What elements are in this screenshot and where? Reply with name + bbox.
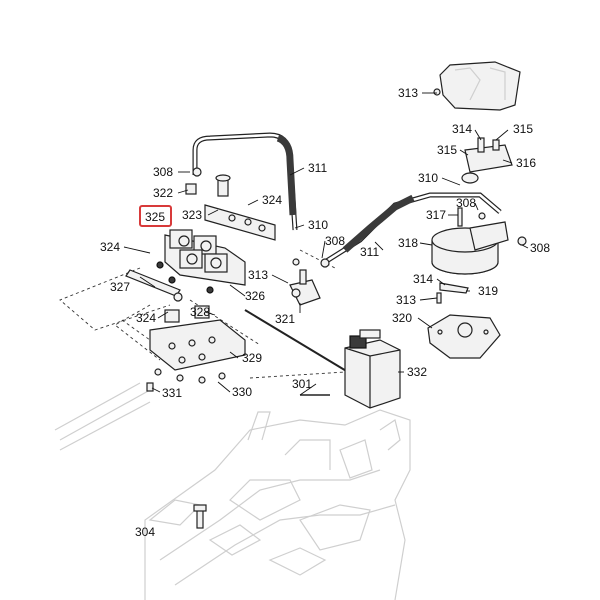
fitting-322 (185, 167, 202, 195)
pressure-switch-316 (461, 137, 513, 184)
callout-313-top: 313 (398, 86, 418, 100)
callout-314-mid: 314 (413, 272, 433, 286)
leader-lines (123, 92, 529, 396)
callout-308-mid: 308 (325, 234, 345, 248)
callout-322: 322 (153, 186, 173, 200)
boiler-318 (431, 212, 509, 275)
callout-330: 330 (232, 385, 252, 399)
callout-332: 332 (407, 365, 427, 379)
screw-304 (193, 504, 207, 529)
callout-315-left: 315 (437, 143, 457, 157)
solenoid-block-325 (156, 229, 246, 294)
callout-310-left: 310 (308, 218, 328, 232)
callout-316: 316 (516, 156, 536, 170)
callout-308-mid-right: 308 (456, 196, 476, 210)
base-frame-ghost (54, 382, 411, 600)
callout-327: 327 (110, 280, 130, 294)
callout-324-left: 324 (100, 240, 120, 254)
callout-311-right: 311 (360, 245, 379, 259)
clip-319 (439, 282, 469, 294)
pump-332 (344, 329, 401, 409)
screw-331 (146, 382, 154, 392)
callout-326: 326 (245, 289, 265, 303)
callout-315-right: 315 (513, 122, 533, 136)
callout-313-lower: 313 (396, 293, 416, 307)
callout-331: 331 (162, 386, 182, 400)
callout-311-top: 311 (308, 161, 327, 175)
callout-321: 321 (275, 312, 295, 326)
callout-318: 318 (398, 236, 418, 250)
callout-324-top: 324 (262, 193, 282, 207)
callout-323: 323 (182, 208, 202, 222)
callout-325: 325 (145, 210, 165, 224)
hose-311-right (323, 192, 502, 265)
callout-labels: 313 314 315 315 316 308 311 322 324 323 … (100, 86, 550, 539)
rod-301 (244, 309, 349, 396)
screw-313-mid (436, 292, 442, 304)
valve-321 (289, 269, 321, 306)
callout-320: 320 (392, 311, 412, 325)
fitting-bar-327 (125, 269, 183, 302)
callout-324-lower: 324 (136, 311, 156, 325)
callout-325-highlight (139, 205, 172, 227)
screws-330 (154, 368, 226, 384)
callout-328: 328 (190, 305, 210, 319)
board-329 (149, 305, 246, 371)
callout-314-top: 314 (452, 122, 472, 136)
callout-319: 319 (478, 284, 498, 298)
callout-308-top: 308 (153, 165, 173, 179)
callout-329: 329 (242, 351, 262, 365)
nut-308-right (517, 236, 527, 246)
manifold-323 (204, 174, 276, 241)
top-cover (433, 61, 521, 111)
callout-310-right: 310 (418, 171, 438, 185)
callout-304: 304 (135, 525, 155, 539)
callout-317: 317 (426, 208, 446, 222)
nut-308-middle (292, 258, 330, 268)
screw-317 (457, 207, 463, 227)
callout-313-mid: 313 (248, 268, 268, 282)
callout-308-right: 308 (530, 241, 550, 255)
callout-301: 301 (292, 377, 312, 391)
hose-311-top (192, 132, 298, 231)
plate-320 (427, 314, 501, 359)
